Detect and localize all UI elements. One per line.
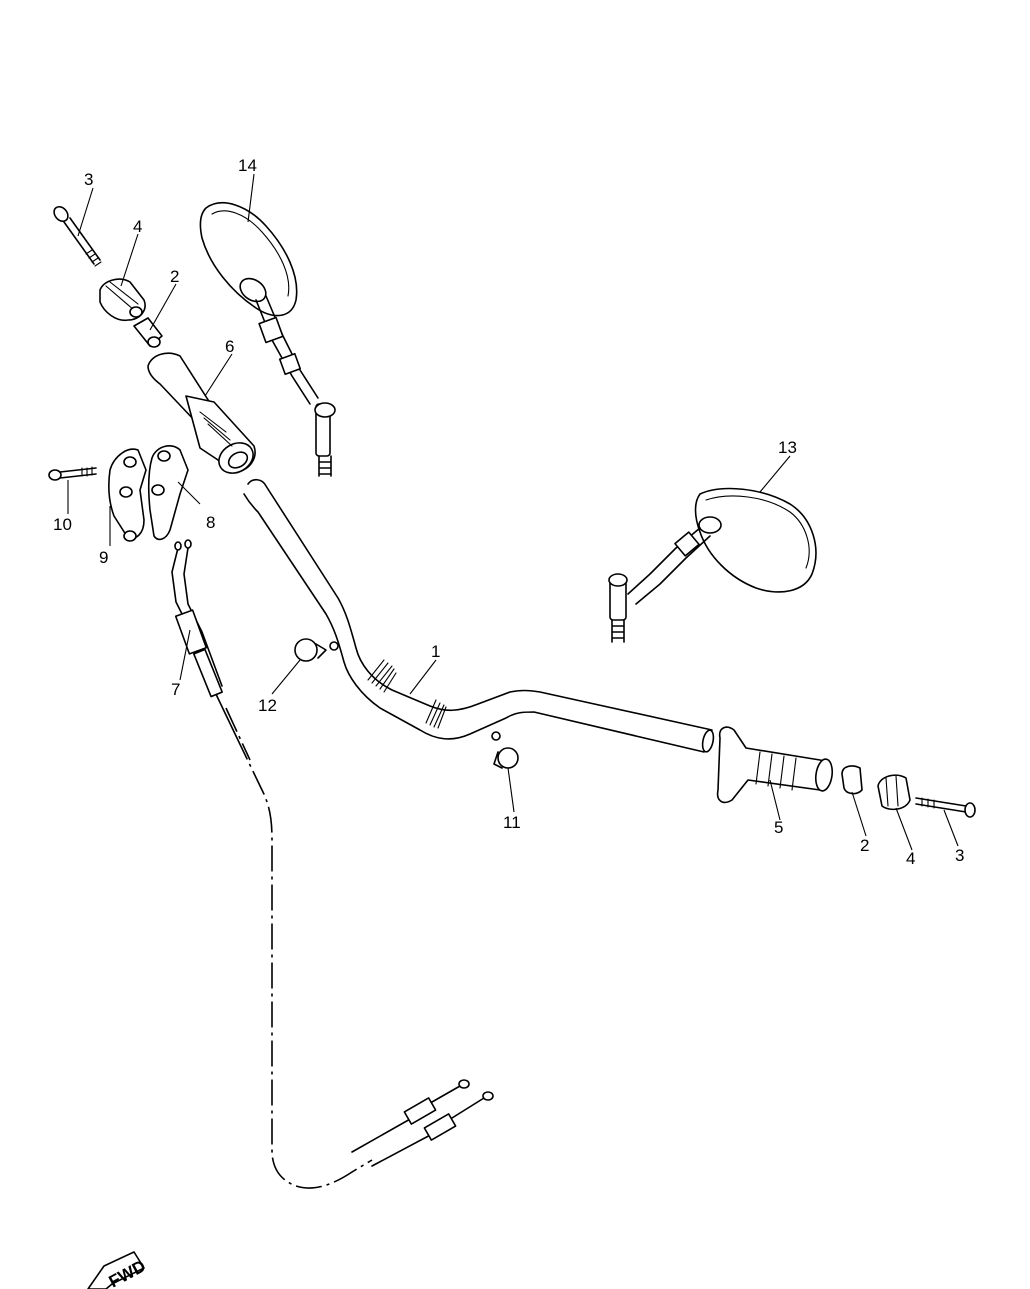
- callout-3-right: 3: [955, 846, 964, 865]
- callout-10: 10: [53, 515, 72, 534]
- callout-4-left: 4: [133, 217, 142, 236]
- throttle-grip[interactable]: [147, 352, 259, 479]
- callout-7: 7: [171, 680, 180, 699]
- throttle-housing-lower[interactable]: [108, 448, 147, 542]
- right-collar[interactable]: [841, 765, 863, 795]
- callout-2-right: 2: [860, 836, 869, 855]
- callout-labels: 3 4 2 6 14 13 1 12 7 11 8 9 10 5 2 4 3: [53, 156, 964, 868]
- callout-11: 11: [503, 813, 521, 832]
- fwd-arrow-icon: FWD: [87, 1251, 149, 1289]
- knurl-band: [367, 659, 447, 729]
- callout-5: 5: [774, 818, 783, 837]
- callout-1: 1: [431, 642, 440, 661]
- left-end-bolt[interactable]: [51, 204, 102, 267]
- cable-clamp-upper[interactable]: [294, 638, 339, 662]
- throttle-housing-upper[interactable]: [147, 445, 189, 541]
- callout-14: 14: [238, 156, 257, 175]
- cable-clamp-lower[interactable]: [491, 731, 519, 769]
- callout-13: 13: [778, 438, 797, 457]
- left-mirror[interactable]: [199, 202, 336, 477]
- callout-6: 6: [225, 337, 234, 356]
- throttle-cables[interactable]: [171, 539, 494, 1189]
- right-bar-end-weight[interactable]: [877, 774, 911, 811]
- callout-9: 9: [99, 548, 108, 567]
- right-grip[interactable]: [716, 726, 835, 804]
- callout-12: 12: [258, 696, 277, 715]
- right-end-bolt[interactable]: [915, 797, 976, 818]
- left-collar[interactable]: [133, 317, 163, 348]
- callout-2-left: 2: [170, 267, 179, 286]
- housing-screw[interactable]: [48, 466, 97, 481]
- handlebar[interactable]: [243, 478, 715, 753]
- leader-lines: [67, 173, 959, 851]
- callout-3-left: 3: [84, 170, 93, 189]
- callout-8: 8: [206, 513, 215, 532]
- right-mirror[interactable]: [608, 487, 817, 643]
- left-bar-end-weight[interactable]: [99, 278, 146, 322]
- callout-4-right: 4: [906, 849, 915, 868]
